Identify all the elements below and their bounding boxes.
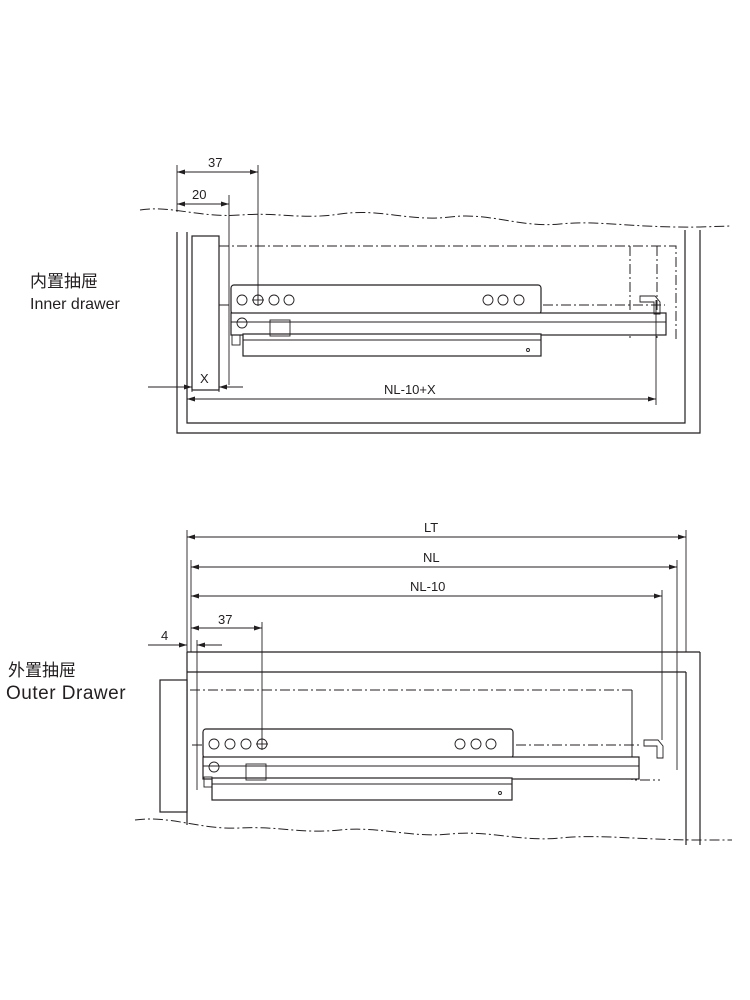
outer-dim-lt-label: LT: [424, 520, 438, 535]
inner-drawer-diagram: 37 20 X NL-10+X 内置抽屉: [30, 155, 731, 434]
inner-dim-x: X: [148, 360, 243, 392]
outer-dim-nl: NL: [191, 550, 678, 770]
outer-dim-37-label: 37: [218, 612, 232, 627]
inner-dim-x-label: X: [200, 371, 209, 386]
inner-cabinet-break-line: [139, 208, 731, 228]
outer-dim-4: 4: [148, 560, 222, 790]
outer-dim-nl10: NL-10: [191, 579, 663, 740]
outer-slide-rail: [202, 728, 664, 801]
outer-drawer-label-en: Outer Drawer: [6, 683, 126, 704]
inner-cabinet-frame: [176, 230, 701, 434]
inner-drawer-label-cn: 内置抽屉: [30, 272, 98, 291]
inner-dim-20-label: 20: [192, 187, 206, 202]
outer-cabinet-break-line: [134, 818, 732, 841]
inner-dim-nl10x-label: NL-10+X: [384, 382, 436, 397]
outer-drawer-label-cn: 外置抽屉: [8, 661, 76, 680]
inner-drawer-front: [191, 235, 220, 391]
outer-dim-37: 37: [191, 612, 263, 744]
outer-dim-4-label: 4: [161, 628, 168, 643]
inner-drawer-label-en: Inner drawer: [30, 296, 120, 313]
inner-dim-nl10x: NL-10+X: [187, 300, 657, 405]
inner-dim-20: 20: [177, 187, 230, 385]
outer-drawer-front: [159, 679, 188, 813]
outer-drawer-diagram: LT NL NL-10 37: [6, 520, 732, 845]
outer-dim-nl-label: NL: [423, 550, 440, 565]
inner-dim-37-label: 37: [208, 155, 222, 170]
outer-dim-nl10-label: NL-10: [410, 579, 445, 594]
inner-slide-rail: [230, 284, 667, 357]
outer-dim-lt: LT: [186, 520, 687, 652]
